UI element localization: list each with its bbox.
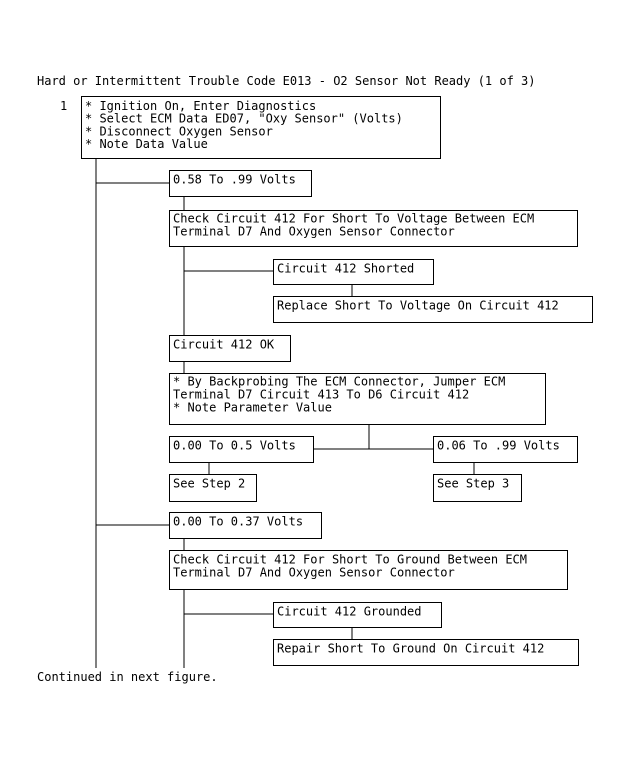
box-low-range: 0.00 To 0.5 Volts xyxy=(169,436,314,463)
box-text-line: Terminal D7 And Oxygen Sensor Connector xyxy=(173,566,455,580)
box-text-line: See Step 3 xyxy=(437,477,509,491)
box-see-step3: See Step 3 xyxy=(433,474,522,502)
box-circuit-shorted: Circuit 412 Shorted xyxy=(273,259,434,285)
box-text-line: Circuit 412 OK xyxy=(173,338,275,352)
box-frame xyxy=(169,210,578,247)
footer-note: Continued in next figure. xyxy=(37,670,218,684)
box-circuit-grounded: Circuit 412 Grounded xyxy=(273,602,442,628)
box-text-line: 0.00 To 0.37 Volts xyxy=(173,515,303,529)
connectors xyxy=(95,158,475,668)
box-frame xyxy=(169,512,322,539)
box-replace-short-voltage: Replace Short To Voltage On Circuit 412 xyxy=(273,296,593,323)
box-backprobe: * By Backprobing The ECM Connector, Jump… xyxy=(169,373,546,425)
box-text-line: Repair Short To Ground On Circuit 412 xyxy=(277,642,544,656)
box-text-line: * Note Parameter Value xyxy=(173,401,332,415)
box-check-short-ground: Check Circuit 412 For Short To Ground Be… xyxy=(169,550,568,590)
box-text-line: Check Circuit 412 For Short To Ground Be… xyxy=(173,553,527,567)
box-frame xyxy=(273,296,593,323)
box-text-line: Terminal D7 And Oxygen Sensor Connector xyxy=(173,225,455,239)
box-text-line: 0.06 To .99 Volts xyxy=(437,439,560,453)
box-text-line: * Select ECM Data ED07, "Oxy Sensor" (Vo… xyxy=(85,112,403,126)
box-frame xyxy=(273,639,579,666)
box-text-line: * By Backprobing The ECM Connector, Jump… xyxy=(173,375,505,389)
box-text-line: * Disconnect Oxygen Sensor xyxy=(85,124,273,138)
box-frame xyxy=(433,474,522,502)
box-repair-short-ground: Repair Short To Ground On Circuit 412 xyxy=(273,639,579,666)
box-frame xyxy=(433,436,578,463)
box-see-step2: See Step 2 xyxy=(169,474,257,502)
box-text-line: Circuit 412 Shorted xyxy=(277,262,414,276)
step-number: 1 xyxy=(60,99,67,113)
box-frame xyxy=(169,550,568,590)
box-frame xyxy=(169,474,257,502)
box-high-volts: 0.58 To .99 Volts xyxy=(169,170,312,197)
box-text-line: See Step 2 xyxy=(173,477,245,491)
box-circuit-ok: Circuit 412 OK xyxy=(169,335,291,362)
box-frame xyxy=(169,335,291,362)
box-text-line: Replace Short To Voltage On Circuit 412 xyxy=(277,299,559,313)
box-check-short-voltage: Check Circuit 412 For Short To Voltage B… xyxy=(169,210,578,247)
box-text-line: Terminal D7 Circuit 413 To D6 Circuit 41… xyxy=(173,388,469,402)
box-step1: * Ignition On, Enter Diagnostics* Select… xyxy=(81,96,441,159)
box-frame xyxy=(169,373,546,425)
box-frame xyxy=(273,602,442,628)
diagram-title: Hard or Intermittent Trouble Code E013 -… xyxy=(37,74,536,88)
box-text-line: 0.00 To 0.5 Volts xyxy=(173,439,296,453)
box-text-line: Check Circuit 412 For Short To Voltage B… xyxy=(173,212,534,226)
box-text-line: 0.58 To .99 Volts xyxy=(173,173,296,187)
box-frame xyxy=(169,436,314,463)
box-frame xyxy=(273,259,434,285)
box-frame xyxy=(169,170,312,197)
box-frame xyxy=(81,96,441,159)
box-high-range: 0.06 To .99 Volts xyxy=(433,436,578,463)
box-text-line: Circuit 412 Grounded xyxy=(277,605,422,619)
box-text-line: * Ignition On, Enter Diagnostics xyxy=(85,99,316,113)
box-low-volts: 0.00 To 0.37 Volts xyxy=(169,512,322,539)
box-text-line: * Note Data Value xyxy=(85,137,208,151)
